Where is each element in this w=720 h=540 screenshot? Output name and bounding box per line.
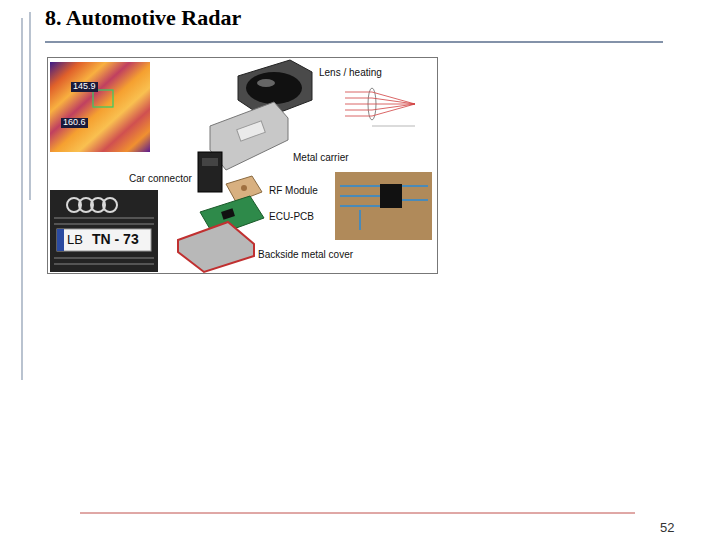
lens-ray-diagram xyxy=(340,84,430,140)
part-name: RF Module xyxy=(268,185,319,196)
part-name: Metal carrier xyxy=(292,152,350,163)
audi-rings xyxy=(67,198,117,212)
car-connector xyxy=(198,152,222,192)
thermal-image xyxy=(50,62,150,152)
license-plate xyxy=(57,229,151,251)
pcb-photo xyxy=(335,172,432,240)
temperature-reading: 145.9 xyxy=(71,82,98,92)
title-underline xyxy=(45,41,663,43)
car-grille xyxy=(50,190,158,272)
slide-rule xyxy=(29,12,30,200)
footer-line xyxy=(80,513,635,514)
slide-rule xyxy=(21,18,22,380)
part-name: Lens / heating xyxy=(318,67,383,78)
plate-text: LB xyxy=(66,233,84,247)
lens-dome xyxy=(246,72,302,104)
part-name: Car connector xyxy=(128,173,193,184)
temperature-reading: 160.6 xyxy=(61,118,88,128)
page-number: 52 xyxy=(659,521,675,535)
part-name: Backside metal cover xyxy=(257,249,354,260)
measure-box xyxy=(93,90,113,107)
plate-text: TN - 73 xyxy=(91,232,140,247)
part-name: ECU-PCB xyxy=(268,211,315,222)
slide-title: 8. Automotive Radar xyxy=(45,6,241,30)
picture-frame xyxy=(48,58,438,274)
backside-cover xyxy=(178,222,254,272)
